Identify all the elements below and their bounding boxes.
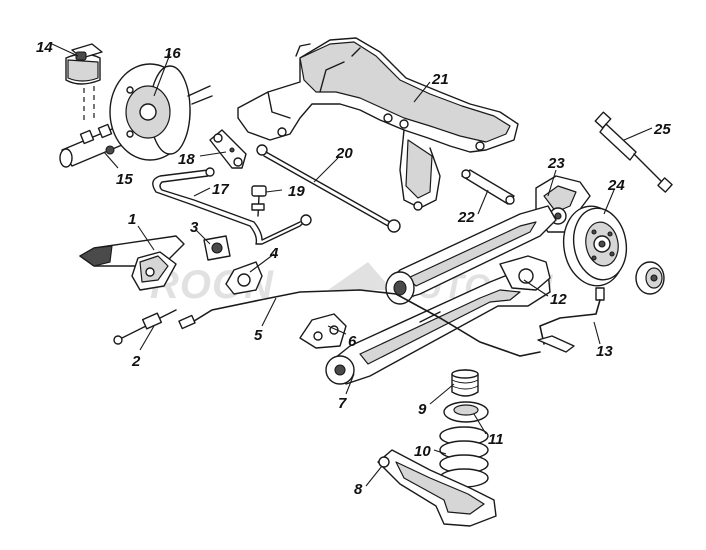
callout-8: 8 <box>354 481 363 498</box>
callout-17: 17 <box>212 181 229 198</box>
callout-11: 11 <box>488 431 504 448</box>
callout-13: 13 <box>596 343 613 360</box>
part-tie-rod <box>256 144 401 233</box>
part-stabilizer-bushing <box>203 235 231 261</box>
part-coil-spring <box>439 426 489 488</box>
callout-24: 24 <box>607 177 625 194</box>
callout-25: 25 <box>653 121 671 138</box>
callout-12: 12 <box>550 291 567 308</box>
part-lower-control-arm <box>325 255 551 385</box>
part-spring-seat <box>443 401 489 423</box>
callout-18: 18 <box>178 151 195 168</box>
part-brake-fluid-reservoir <box>65 43 103 122</box>
part-adjuster-rod <box>113 309 177 345</box>
callout-9: 9 <box>418 401 427 418</box>
part-spring-lower-arm <box>377 449 497 527</box>
part-bump-stop <box>451 369 479 397</box>
callout-22: 22 <box>457 209 475 226</box>
part-brake-hose <box>537 287 605 353</box>
callout-1: 1 <box>128 211 136 228</box>
callout-6: 6 <box>348 333 357 350</box>
callout-7: 7 <box>338 395 347 412</box>
callout-14: 14 <box>36 39 53 56</box>
part-rear-subframe <box>237 37 519 211</box>
callout-20: 20 <box>335 145 353 162</box>
callout-10: 10 <box>414 443 431 460</box>
part-brake-drum <box>562 205 628 287</box>
part-wheel-hub <box>635 261 665 295</box>
part-bolt <box>251 185 267 217</box>
part-trailing-arm <box>385 205 557 305</box>
callout-4: 4 <box>269 245 279 262</box>
part-stabilizer-bar <box>152 167 312 245</box>
callout-16: 16 <box>164 45 181 62</box>
part-brake-booster <box>109 63 213 161</box>
callout-15: 15 <box>116 171 133 188</box>
callout-labels: 14 15 16 21 18 17 19 20 25 23 24 22 1 3 … <box>36 39 671 498</box>
callout-19: 19 <box>288 183 305 200</box>
leader-lines <box>51 43 653 487</box>
callout-23: 23 <box>547 155 565 172</box>
part-stabilizer-link-plate <box>209 129 247 169</box>
callout-21: 21 <box>431 71 449 88</box>
callout-2: 2 <box>131 353 141 370</box>
part-parking-brake-lever <box>78 235 185 291</box>
callout-5: 5 <box>254 327 263 344</box>
part-upper-link <box>461 169 515 205</box>
callout-3: 3 <box>190 219 199 236</box>
part-gas-strut <box>594 111 673 193</box>
part-parking-brake-cable <box>178 289 541 357</box>
